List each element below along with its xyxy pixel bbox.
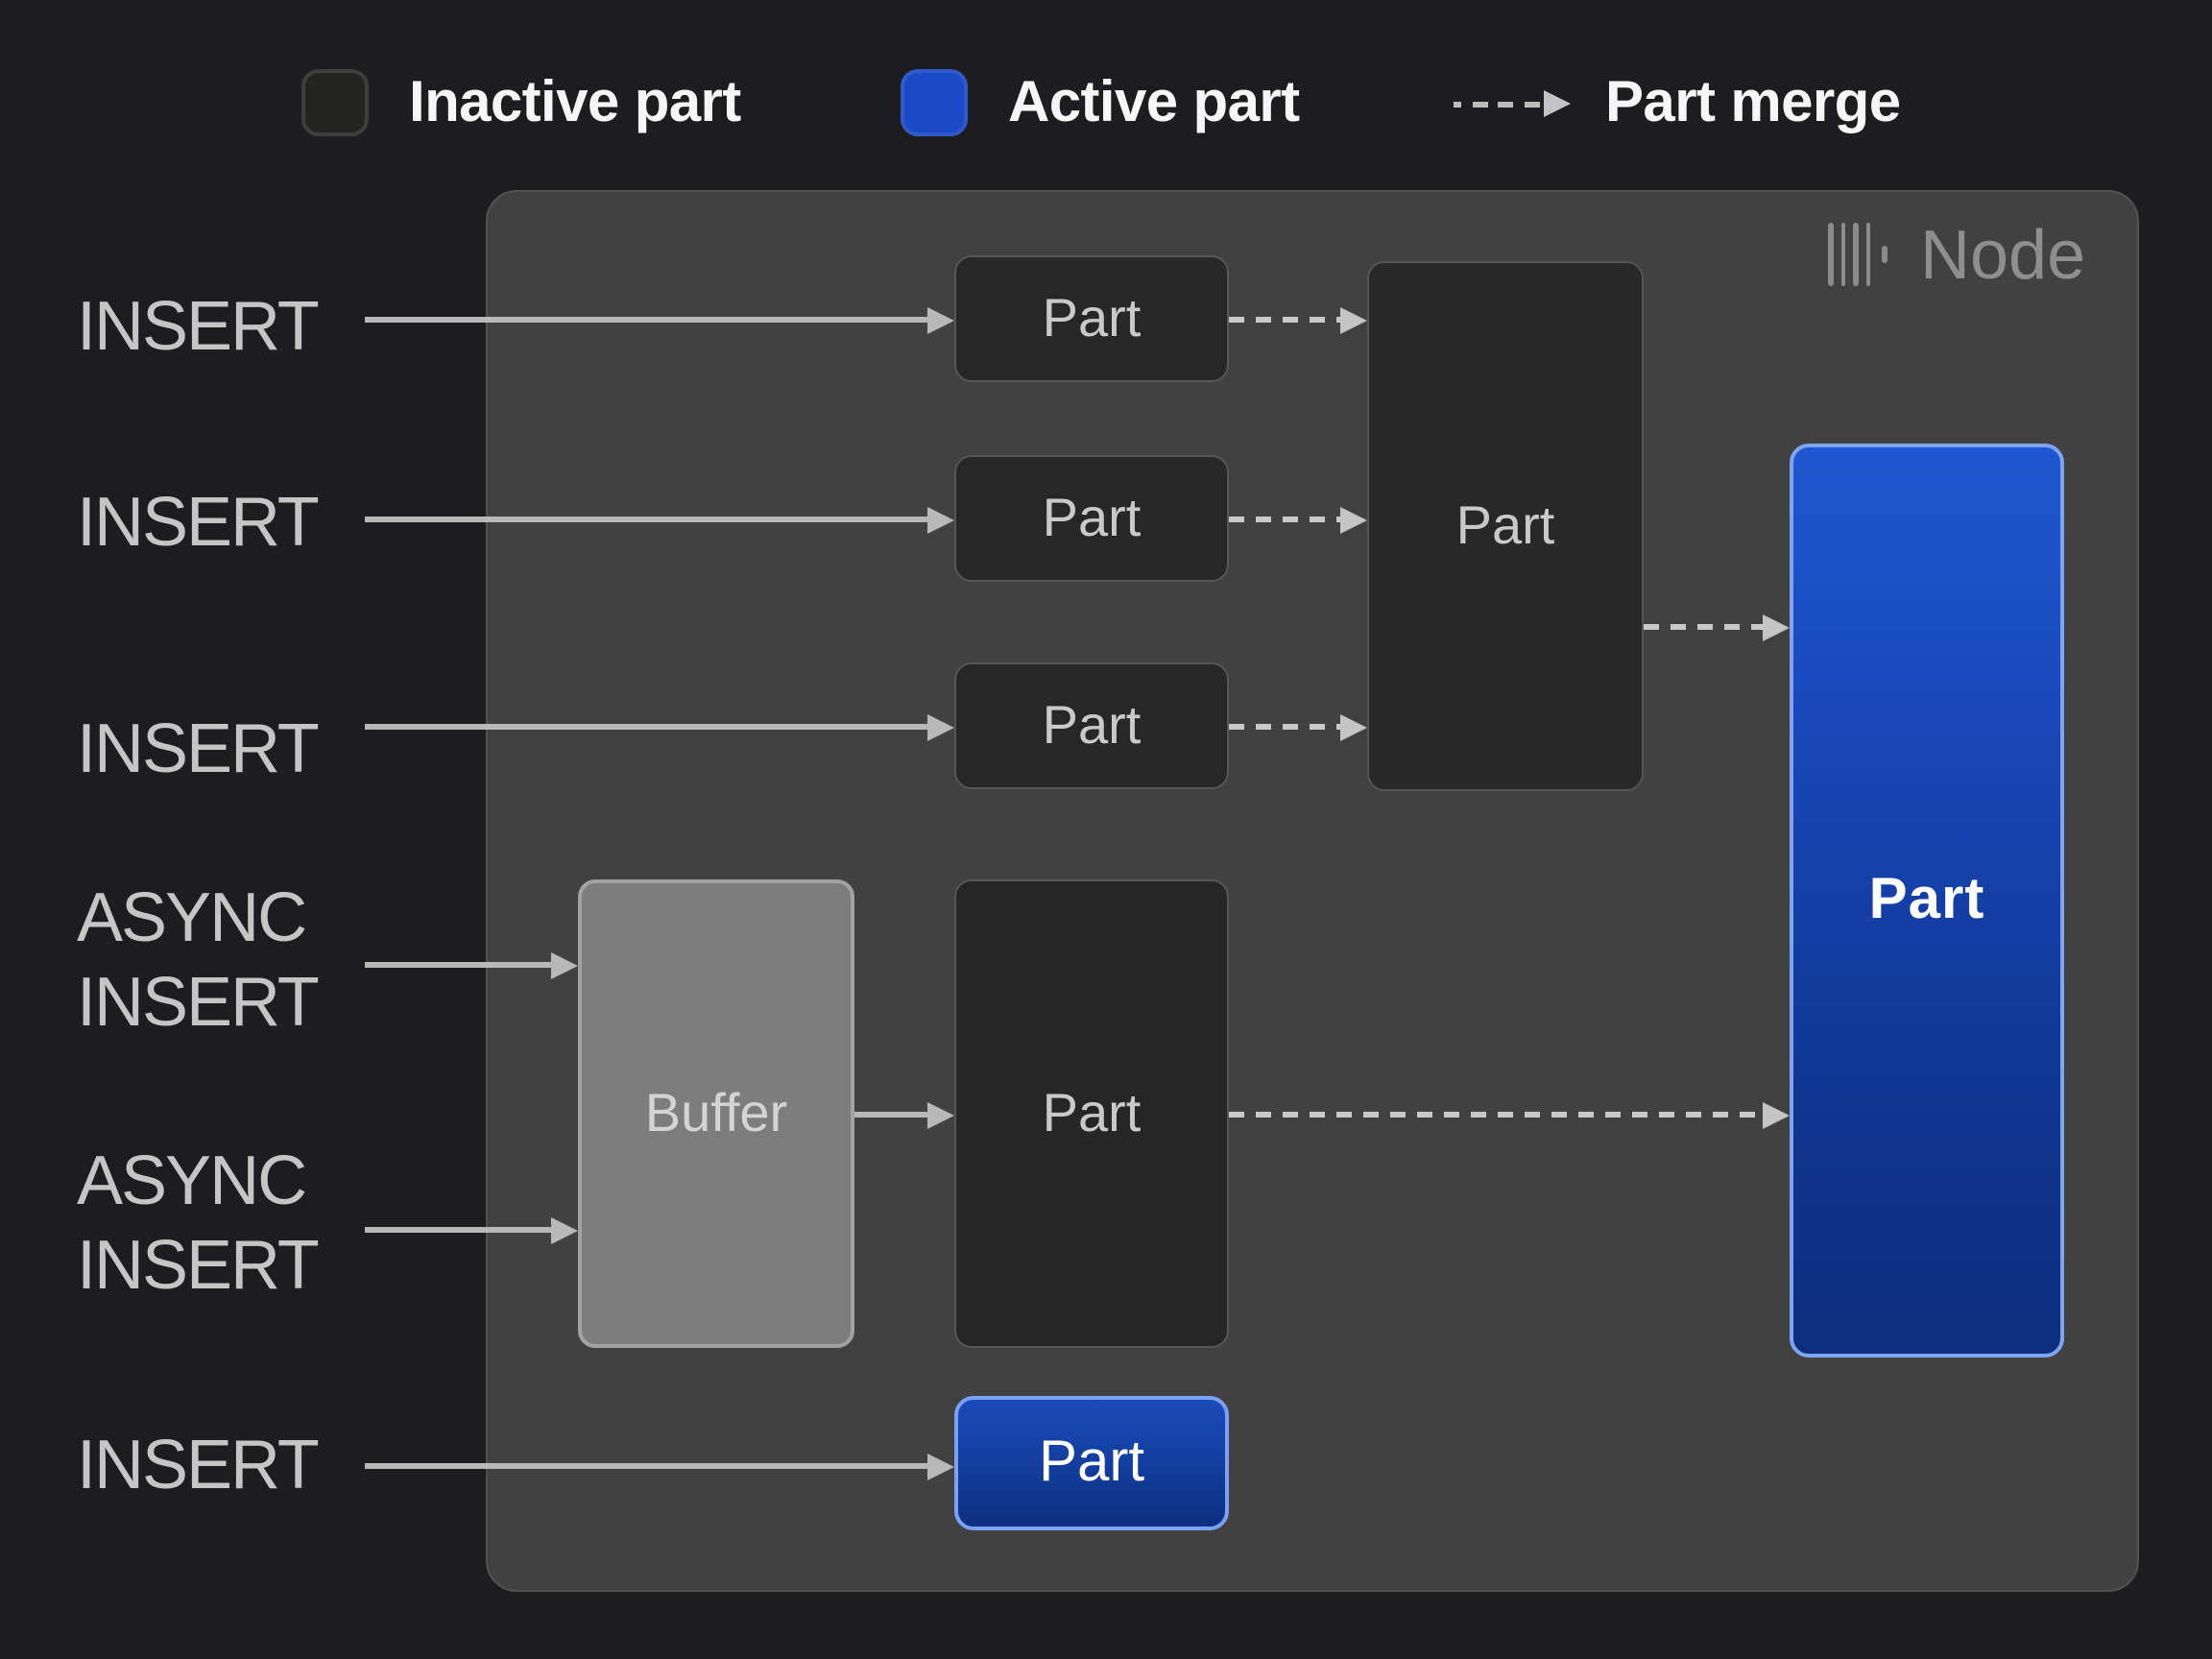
insert-arrow-3 — [365, 713, 954, 740]
legend-merge-arrow-icon — [1454, 90, 1571, 117]
merge-arrow-part1 — [1229, 306, 1367, 333]
arrowhead-icon — [1340, 713, 1367, 740]
insert-arrow-6 — [365, 1453, 954, 1479]
async-insert-label-2-line1: ASYNC — [77, 1141, 307, 1219]
async-insert-arrow-1 — [365, 951, 578, 978]
arrowhead-icon — [1763, 613, 1790, 640]
buffer-to-part-arrow — [854, 1101, 954, 1128]
async-part-box: Part — [954, 879, 1229, 1348]
async-insert-label-1: ASYNC INSERT — [77, 876, 320, 1045]
merge-arrow-to-active — [1644, 613, 1790, 640]
arrowhead-icon — [1763, 1101, 1790, 1128]
buffer-box: Buffer — [578, 879, 854, 1348]
async-part-box-label: Part — [1042, 1083, 1142, 1142]
async-insert-label-1-line1: ASYNC — [77, 878, 307, 956]
merge-arrow-part3 — [1229, 713, 1367, 740]
arrowhead-icon — [551, 951, 578, 978]
part-box-3-label: Part — [1042, 695, 1142, 755]
merged-part-box-label: Part — [1455, 495, 1555, 555]
async-insert-label-2-line2: INSERT — [77, 1225, 320, 1304]
part-box-3: Part — [954, 662, 1229, 789]
legend-inactive-label: Inactive part — [409, 71, 741, 134]
arrowhead-icon — [1340, 306, 1367, 333]
active-part-box-main: Part — [1790, 444, 2064, 1358]
insert-label-1: INSERT — [77, 286, 320, 365]
part-box-2: Part — [954, 455, 1229, 582]
legend-merge-label: Part merge — [1605, 71, 1901, 134]
arrowhead-icon — [1544, 90, 1571, 117]
node-title: Node — [1920, 215, 2086, 294]
insert-label-2: INSERT — [77, 482, 320, 561]
active-part-box-bottom: Part — [954, 1396, 1229, 1530]
part-box-1: Part — [954, 255, 1229, 382]
async-insert-arrow-2 — [365, 1216, 578, 1243]
merged-part-box: Part — [1367, 261, 1644, 791]
arrowhead-icon — [927, 306, 954, 333]
insert-arrow-1 — [365, 306, 954, 333]
arrowhead-icon — [1340, 506, 1367, 533]
arrowhead-icon — [927, 506, 954, 533]
clickhouse-logo-icon — [1828, 223, 1887, 286]
insert-label-6: INSERT — [77, 1425, 320, 1503]
arrowhead-icon — [551, 1216, 578, 1243]
legend-active-label: Active part — [1008, 71, 1300, 134]
part-box-1-label: Part — [1042, 288, 1142, 348]
arrowhead-icon — [927, 1453, 954, 1479]
arrowhead-icon — [927, 713, 954, 740]
legend-inactive-swatch — [301, 69, 369, 136]
buffer-box-label: Buffer — [644, 1083, 788, 1142]
part-box-2-label: Part — [1042, 488, 1142, 547]
active-part-box-main-label: Part — [1868, 868, 1985, 931]
active-part-box-bottom-label: Part — [1038, 1431, 1145, 1494]
merge-arrow-async-to-active — [1229, 1101, 1790, 1128]
async-insert-label-1-line2: INSERT — [77, 962, 320, 1041]
insert-label-3: INSERT — [77, 709, 320, 787]
arrowhead-icon — [927, 1101, 954, 1128]
legend-active-swatch — [901, 69, 968, 136]
async-insert-label-2: ASYNC INSERT — [77, 1139, 320, 1308]
insert-arrow-2 — [365, 506, 954, 533]
merge-arrow-part2 — [1229, 506, 1367, 533]
